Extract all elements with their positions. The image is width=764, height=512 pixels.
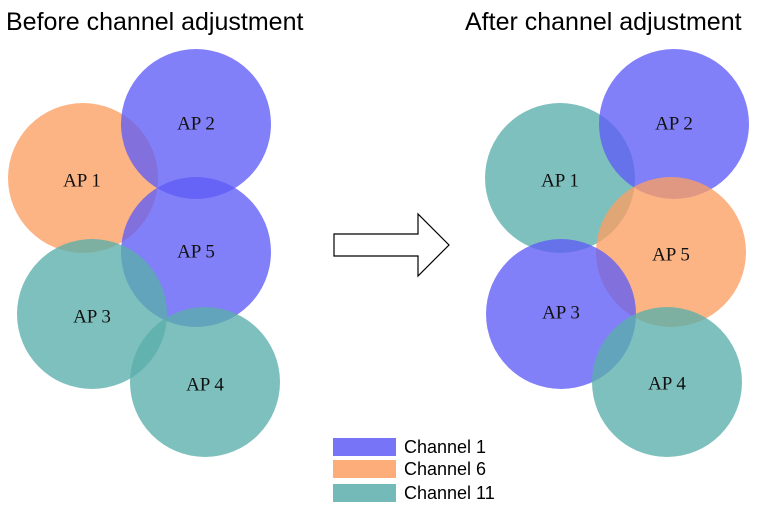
after-ap-2-label: AP 2: [655, 114, 693, 135]
after-group: AP 1 AP 2 AP 5 AP 3 AP 4: [485, 49, 749, 457]
after-ap-1-coverage: [485, 103, 635, 253]
after-ap-5-coverage: [596, 177, 746, 327]
after-ap-4-label: AP 4: [648, 374, 686, 395]
before-title: Before channel adjustment: [6, 8, 304, 36]
before-ap-1-label: AP 1: [63, 171, 101, 192]
after-ap-5-label: AP 5: [652, 245, 690, 266]
after-title: After channel adjustment: [465, 8, 742, 36]
before-ap-4-label: AP 4: [186, 375, 224, 396]
legend-label-channel-6: Channel 6: [404, 459, 486, 479]
before-ap-3-label: AP 3: [73, 307, 111, 328]
before-ap-2-label: AP 2: [177, 114, 215, 135]
after-ap-1-label: AP 1: [541, 171, 579, 192]
legend-label-channel-1: Channel 1: [404, 437, 486, 457]
legend-swatch-channel-1: [333, 438, 396, 456]
right-arrow-icon: [333, 212, 450, 278]
after-ap-4-coverage: [592, 307, 742, 457]
before-ap-2-coverage: [121, 49, 271, 199]
legend-swatch-channel-11: [333, 484, 396, 502]
after-ap-2-coverage: [599, 49, 749, 199]
before-ap-1-coverage: [8, 103, 158, 253]
after-ap-3-label: AP 3: [542, 303, 580, 324]
before-group: AP 1 AP 2 AP 5 AP 3 AP 4: [8, 49, 280, 457]
legend-label-channel-11: Channel 11: [404, 483, 495, 503]
before-ap-5-label: AP 5: [177, 242, 215, 263]
before-ap-3-coverage: [17, 239, 167, 389]
legend-swatch-channel-6: [333, 460, 396, 478]
before-ap-4-coverage: [130, 307, 280, 457]
